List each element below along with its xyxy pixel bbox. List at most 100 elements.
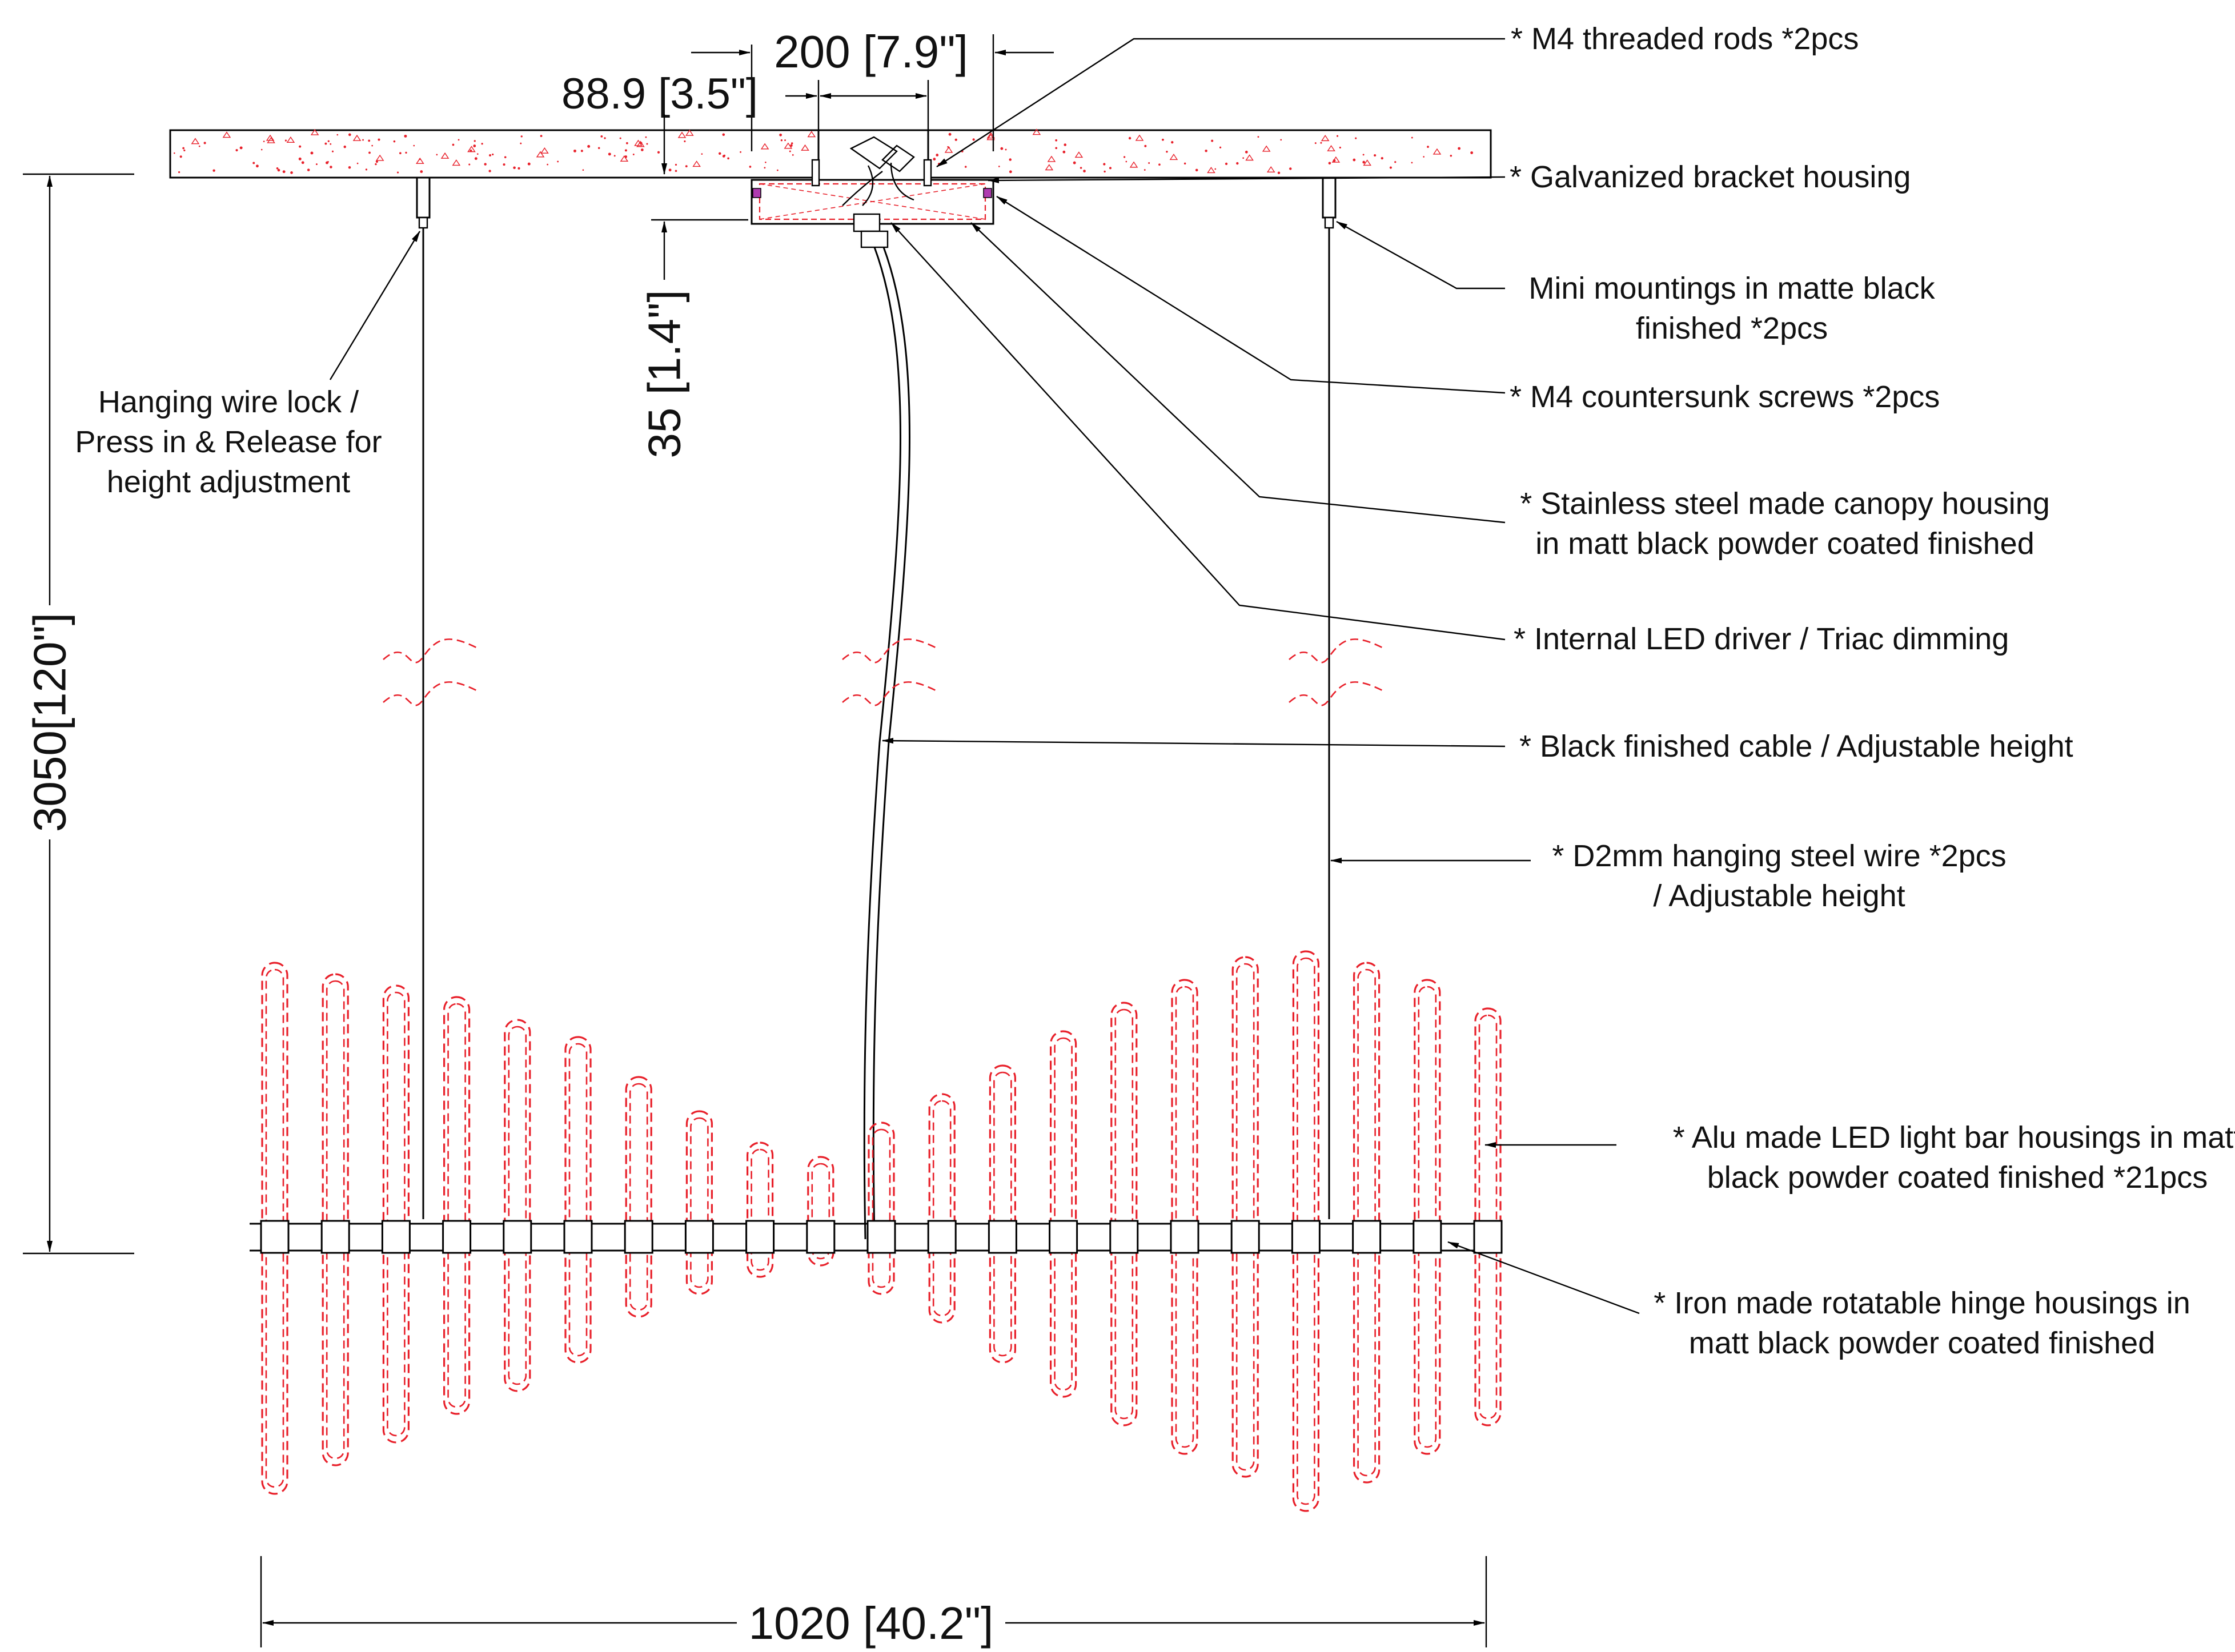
callout-led-driver: * Internal LED driver / Triac dimming — [1514, 622, 2009, 656]
hatch-mark — [182, 147, 184, 150]
countersunk-screw-right — [983, 188, 992, 198]
hatch-mark — [1411, 136, 1413, 139]
threaded-rod-left — [811, 159, 820, 187]
hatch-mark — [760, 143, 769, 150]
hatch-mark — [458, 139, 460, 141]
hatch-mark — [468, 163, 471, 166]
hinge-housings — [260, 1220, 1503, 1254]
callout-cable: * Black finished cable / Adjustable heig… — [1519, 729, 2073, 763]
hatch-mark — [315, 163, 318, 166]
hatch-mark — [1450, 154, 1452, 157]
hatch-mark — [536, 151, 545, 158]
hatch-mark — [580, 150, 583, 152]
callout-light-bars: black powder coated finished *21pcs — [1707, 1160, 2208, 1195]
dim-overall-width: 1020 [40.2"] — [260, 1556, 1487, 1649]
light-bar — [746, 1141, 774, 1278]
hatch-mark — [368, 151, 371, 154]
hatch-mark — [964, 166, 967, 168]
light-bar — [504, 1019, 531, 1392]
hatch-mark — [573, 149, 576, 152]
hatch-mark — [1083, 170, 1086, 172]
callout-countersunk-screws: * M4 countersunk screws *2pcs — [1510, 380, 1940, 414]
hatch-mark — [624, 149, 627, 152]
hatch-mark — [668, 168, 672, 172]
hatch-mark — [520, 135, 523, 138]
hatch-mark — [1458, 147, 1461, 150]
hatch-mark — [1214, 168, 1217, 170]
callout-bracket-housing: * Galvanized bracket housing — [1510, 160, 1911, 194]
break-line — [1289, 638, 1384, 664]
light-bar — [625, 1076, 652, 1318]
hatch-mark — [1135, 134, 1144, 141]
hatch-mark — [1374, 154, 1377, 157]
hatch-mark — [547, 163, 549, 166]
hatch-mark — [1362, 154, 1365, 156]
hatch-mark — [419, 158, 421, 160]
callout-labels: * M4 threaded rods *2pcs * Galvanized br… — [1510, 22, 2235, 1360]
hatch-mark — [1236, 162, 1239, 165]
hatch-mark — [1394, 161, 1397, 163]
hatch-mark — [608, 152, 611, 156]
hatch-mark — [943, 159, 945, 161]
hatch-mark — [343, 145, 346, 148]
hatch-mark — [1242, 157, 1245, 159]
hatch-mark — [780, 139, 783, 142]
hatch-mark — [749, 166, 752, 168]
hatch-mark — [1144, 144, 1147, 147]
hatch-mark — [613, 155, 616, 157]
hatch-mark — [310, 128, 319, 135]
hinge-housing — [260, 1220, 290, 1254]
hatch-mark — [452, 159, 461, 166]
hatch-mark — [1333, 159, 1336, 162]
hatch-mark — [504, 156, 507, 159]
hatch-mark — [260, 148, 263, 151]
hinge-housing — [1473, 1220, 1503, 1254]
hatch-mark — [336, 134, 339, 136]
hatch-mark — [1245, 150, 1248, 154]
light-bar — [928, 1093, 956, 1324]
hatch-mark — [290, 171, 293, 174]
hatch-mark — [807, 131, 816, 138]
callout-steel-wire: * D2mm hanging steel wire *2pcs — [1552, 839, 2006, 873]
hatch-mark — [1125, 160, 1127, 163]
hinge-housing — [745, 1220, 775, 1254]
hatch-mark — [1073, 161, 1076, 164]
hatch-mark — [646, 143, 648, 145]
cable-gland — [860, 230, 889, 248]
hatch-mark — [324, 142, 327, 145]
hatch-mark — [405, 151, 407, 154]
hatch-mark — [473, 144, 476, 147]
hatch-mark — [1205, 149, 1207, 152]
hatch-mark — [587, 144, 591, 148]
hinge-housing — [320, 1220, 350, 1254]
hatch-mark — [420, 170, 423, 173]
hatch-mark — [1162, 138, 1164, 141]
hatch-mark — [307, 168, 310, 171]
hatch-mark — [1320, 142, 1322, 144]
hatch-mark — [604, 137, 606, 139]
hatch-mark — [722, 155, 725, 158]
light-bar — [1049, 1030, 1077, 1398]
hatch-mark — [1339, 146, 1341, 149]
hatch-mark — [267, 136, 275, 143]
hatch-mark — [222, 131, 231, 138]
hatch-mark — [1158, 163, 1161, 166]
hatch-mark — [1045, 164, 1054, 171]
hatch-mark — [765, 161, 767, 163]
hinge-housing — [442, 1220, 472, 1254]
hinge-housing — [624, 1220, 653, 1254]
hatch-mark — [620, 155, 629, 162]
hatch-mark — [645, 136, 647, 138]
hatch-mark — [619, 137, 621, 139]
hatch-mark — [1062, 150, 1066, 154]
light-bar — [382, 984, 410, 1444]
hatch-mark — [1266, 166, 1275, 172]
hatch-mark — [792, 154, 794, 156]
hatch-mark — [1470, 151, 1474, 154]
hatch-mark — [1262, 145, 1271, 152]
hatch-mark — [356, 162, 359, 164]
hinge-housing — [866, 1220, 896, 1254]
hatch-mark — [203, 142, 206, 144]
hatch-mark — [740, 151, 741, 153]
